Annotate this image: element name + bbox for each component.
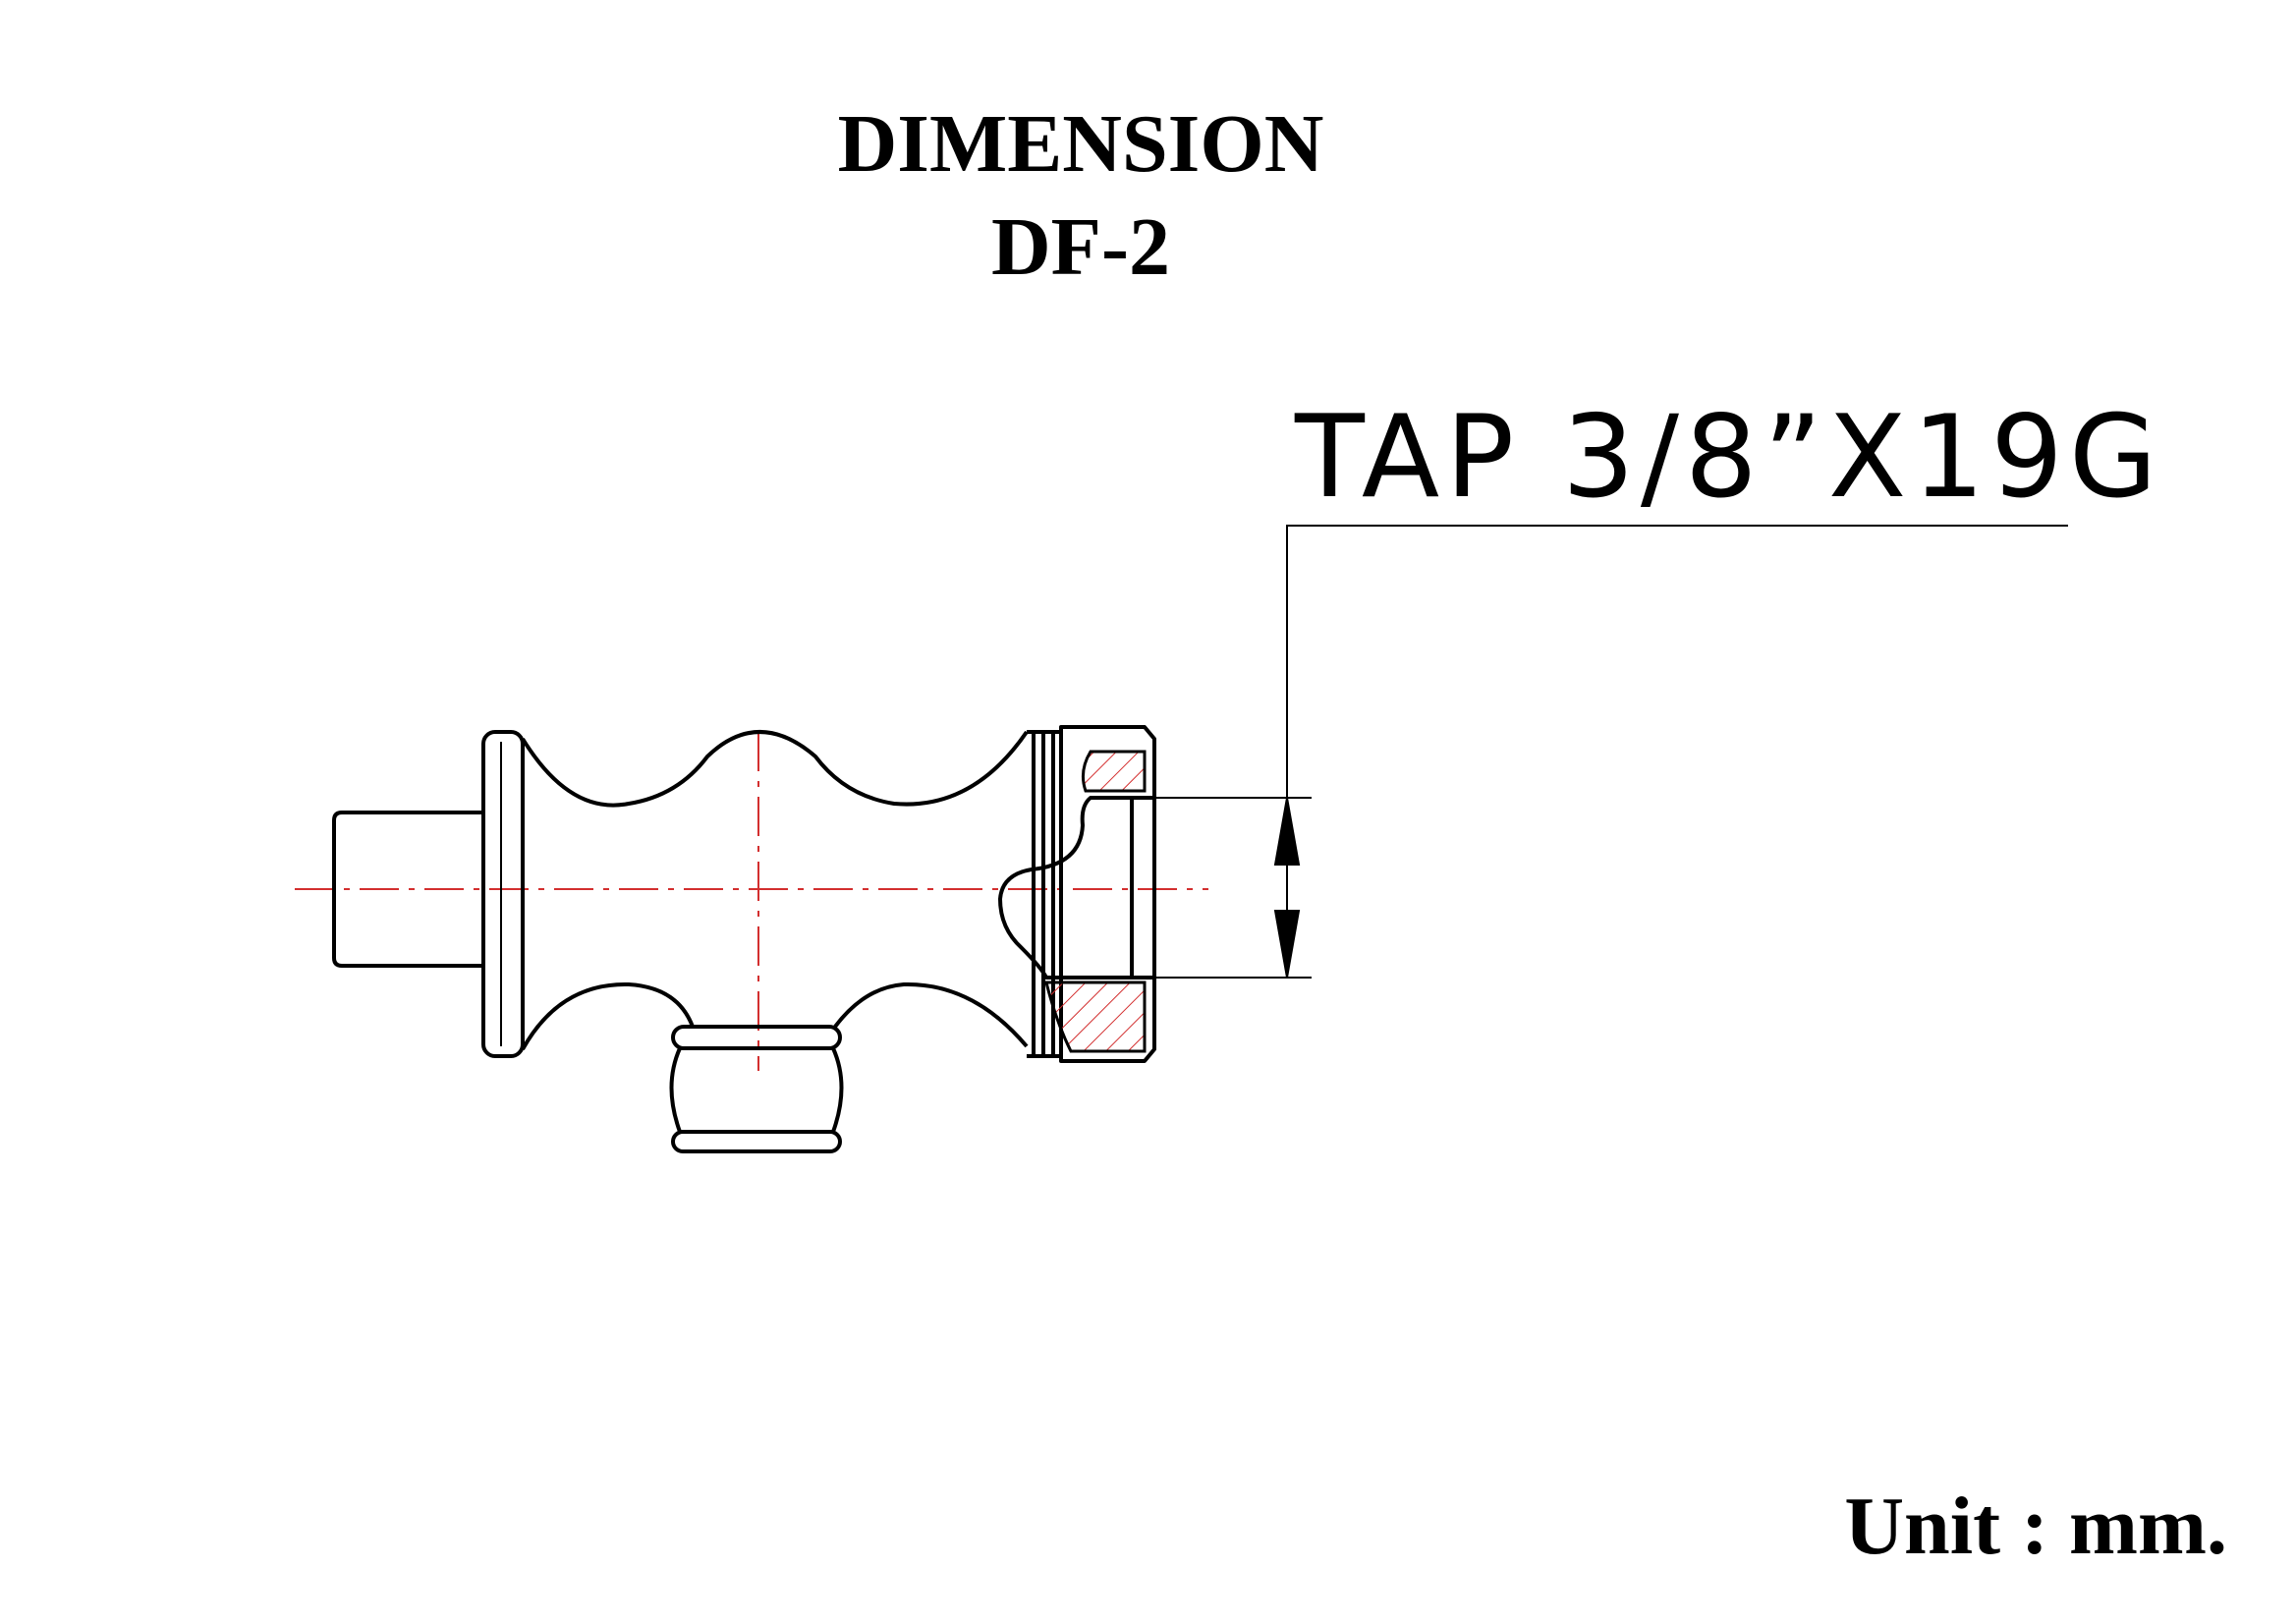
body-bottom-contour-left [521, 981, 695, 1050]
centerlines [295, 732, 1208, 1071]
flange-disc [481, 730, 525, 1058]
section-hatching [1044, 750, 1147, 1053]
dimension [1154, 525, 2068, 979]
arrow-down [1273, 910, 1301, 979]
internal-bore [998, 796, 1154, 980]
model-code: DF-2 [991, 201, 1170, 293]
leader-line [1286, 525, 2068, 798]
nut-outline [1059, 725, 1156, 1063]
body-top-contour [521, 730, 1029, 808]
thread-callout: TAP 3/8”X19G [1294, 391, 2163, 524]
hatch-lower [1044, 980, 1147, 1053]
hatch-upper [1081, 750, 1147, 793]
drawing-title: DIMENSION [837, 98, 1324, 190]
left-stem [332, 811, 483, 968]
unit-label: Unit : mm. [1844, 1481, 2227, 1572]
arrow-up [1273, 797, 1301, 866]
body-bottom-contour-right [833, 981, 1029, 1048]
outlet-body [669, 1047, 844, 1134]
fitting-body [332, 725, 1156, 1153]
outlet-ring-top [671, 1025, 842, 1050]
outlet-ring-bottom [671, 1130, 842, 1153]
